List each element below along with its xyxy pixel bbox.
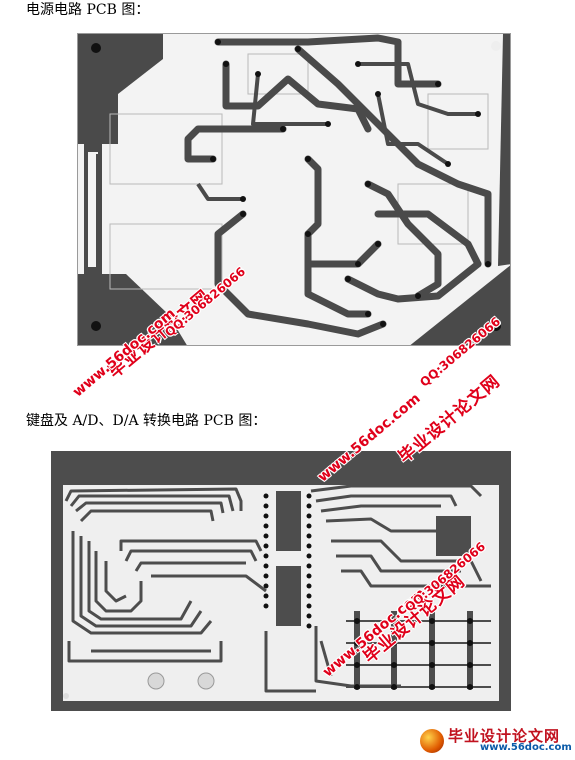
- keyboard-pcb-drawing: [51, 451, 511, 711]
- keyboard-pcb-caption: 键盘及 A/D、D/A 转换电路 PCB 图：: [26, 413, 267, 429]
- globe-icon: [420, 729, 444, 753]
- logo-url: www.56doc.com: [480, 742, 572, 753]
- power-pcb-image: [77, 33, 511, 346]
- logo-site-name: 毕业设计论文网: [448, 727, 561, 745]
- power-pcb-caption: 电源电路 PCB 图：: [26, 2, 150, 18]
- power-pcb-drawing: [78, 34, 510, 345]
- keyboard-ad-da-pcb-image: [51, 451, 511, 711]
- site-logo: 毕业设计论文网 www.56doc.com: [420, 725, 572, 755]
